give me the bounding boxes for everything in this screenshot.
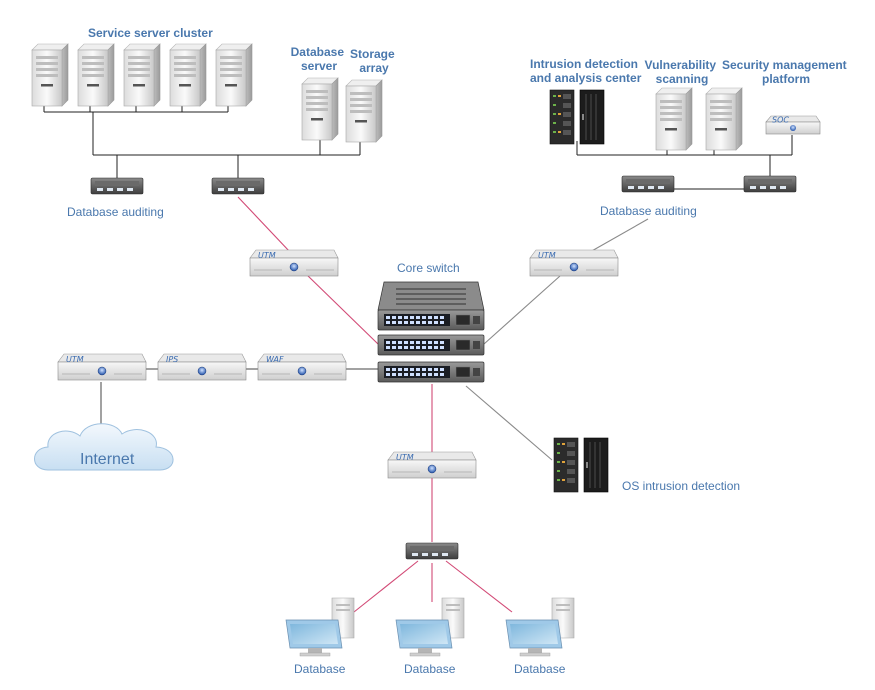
soc-appliance: SOC xyxy=(765,116,821,135)
label-platform-line2: platform xyxy=(762,72,810,86)
server-icon xyxy=(123,43,161,107)
label-vuln-line2: scanning xyxy=(656,72,709,86)
utm-top-right-label: UTM xyxy=(538,251,556,260)
ips-device: IPS xyxy=(157,353,247,381)
label-service-server-cluster: Service server cluster xyxy=(88,26,213,40)
label-database-server: Database server xyxy=(291,45,348,73)
database-3-pc-icon xyxy=(505,597,575,657)
label-vuln-line1: Vulnerability xyxy=(645,58,717,72)
utm-bottom-label: UTM xyxy=(396,453,414,462)
os-intrusion-rack-icon xyxy=(553,437,609,493)
internet-cloud: Internet xyxy=(34,423,174,471)
label-intrusion-center-line2: and analysis center xyxy=(530,71,642,85)
utm-top-right-device: UTM xyxy=(529,249,619,277)
server-icon xyxy=(169,43,207,107)
utm-left-label: UTM xyxy=(66,355,84,364)
connection-lines xyxy=(43,106,793,613)
label-database-server-line1: Database xyxy=(291,45,345,59)
intrusion-detection-rack-icon xyxy=(549,89,605,145)
security-switch-device xyxy=(743,175,797,193)
ips-label: IPS xyxy=(166,355,178,364)
server-icon xyxy=(77,43,115,107)
core-switch-device xyxy=(377,281,485,383)
label-database-auditing-right: Database auditing xyxy=(600,204,697,218)
database-1-pc-icon xyxy=(285,597,355,657)
label-database-server-line2: server xyxy=(301,59,337,73)
label-database-2: Database xyxy=(404,662,456,676)
label-database-auditing-left: Database auditing xyxy=(67,205,164,219)
label-vulnerability-scanning: Vulnerability scanning xyxy=(645,58,720,86)
database-2-pc-icon xyxy=(395,597,465,657)
label-database-1: Database xyxy=(294,662,346,676)
utm-top-left-label: UTM xyxy=(258,251,276,260)
waf-device: WAF xyxy=(257,353,347,381)
label-core-switch: Core switch xyxy=(397,261,460,275)
utm-bottom-device: UTM xyxy=(387,451,477,479)
label-platform-line1: Security management xyxy=(722,58,847,72)
label-database-3: Database xyxy=(514,662,566,676)
soc-label: SOC xyxy=(772,116,789,125)
database-auditing-right-device xyxy=(621,175,675,193)
database-server-icon xyxy=(301,77,339,141)
waf-label: WAF xyxy=(266,355,284,364)
label-intrusion-center: Intrusion detection and analysis center xyxy=(530,57,642,85)
server-icon xyxy=(215,43,253,107)
database-auditing-left-device xyxy=(90,177,144,195)
label-storage-array: Storage array xyxy=(350,47,398,75)
label-internet: Internet xyxy=(80,451,135,468)
storage-array-icon xyxy=(345,79,383,143)
vulnerability-scanning-server-icon xyxy=(655,87,693,151)
label-os-intrusion: OS intrusion detection xyxy=(622,479,740,493)
label-security-platform: Security management platform xyxy=(722,58,850,86)
utm-top-left-device: UTM xyxy=(249,249,339,277)
label-storage-array-line1: Storage xyxy=(350,47,395,61)
security-platform-server-icon xyxy=(705,87,743,151)
server-icon xyxy=(31,43,69,107)
utm-left-device: UTM xyxy=(57,353,147,381)
cluster-switch-device xyxy=(211,177,265,195)
database-switch-device xyxy=(405,542,459,560)
label-storage-array-line2: array xyxy=(359,61,389,75)
service-server-cluster xyxy=(31,43,253,107)
label-intrusion-center-line1: Intrusion detection xyxy=(530,57,638,71)
